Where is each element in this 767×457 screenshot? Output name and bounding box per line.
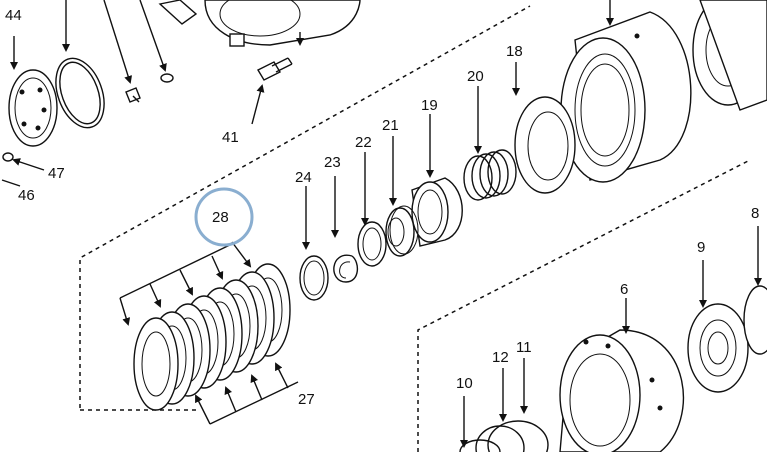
label-8: 8: [751, 205, 759, 222]
highlight-circle: [194, 187, 254, 247]
label-46: 46: [18, 187, 35, 204]
plate-24-part: [299, 255, 329, 301]
cover-plate-part: [8, 69, 58, 147]
label-44: 44: [5, 7, 22, 24]
bearing-9-part: [687, 303, 749, 393]
bolt-part: [125, 73, 174, 103]
label-20: 20: [467, 68, 484, 85]
label-22: 22: [355, 134, 372, 151]
label-27: 27: [298, 391, 315, 408]
label-23: 23: [324, 154, 341, 171]
snap-ring-23-part: [333, 254, 359, 283]
bolt-41-part: [257, 57, 293, 81]
o-ring-part: [55, 57, 105, 129]
ring-gear-drum-part: [560, 11, 692, 183]
rings-10-12-part: [459, 420, 549, 457]
housing-part: [158, 0, 361, 47]
assembly-boundary: [79, 5, 751, 452]
label-12: 12: [492, 349, 509, 366]
washer-22-part: [357, 221, 387, 267]
label-47: 47: [48, 165, 65, 182]
part-8-part: [743, 285, 767, 355]
spring-20-part: [463, 149, 517, 201]
label-9: 9: [697, 239, 705, 256]
callout-labels: 44 41 47 46 28 27 24 23 22 21 19 20 18 9…: [5, 7, 759, 408]
label-18: 18: [506, 43, 523, 60]
clutch-pack-part: [133, 263, 291, 411]
label-28: 28: [212, 209, 229, 226]
label-41: 41: [222, 129, 239, 146]
label-10: 10: [456, 375, 473, 392]
label-11: 11: [516, 339, 532, 356]
label-21: 21: [382, 117, 399, 134]
leader-lines: [1, 0, 762, 448]
ring-18-part: [514, 96, 576, 194]
label-19: 19: [421, 97, 438, 114]
label-6: 6: [620, 281, 628, 298]
housing-6-part: [559, 329, 685, 456]
small-parts-46-47: [2, 152, 14, 162]
gear-part: [692, 0, 767, 111]
hub-21-part: [385, 205, 419, 257]
label-24: 24: [295, 169, 312, 186]
sleeve-19-part: [411, 177, 463, 247]
